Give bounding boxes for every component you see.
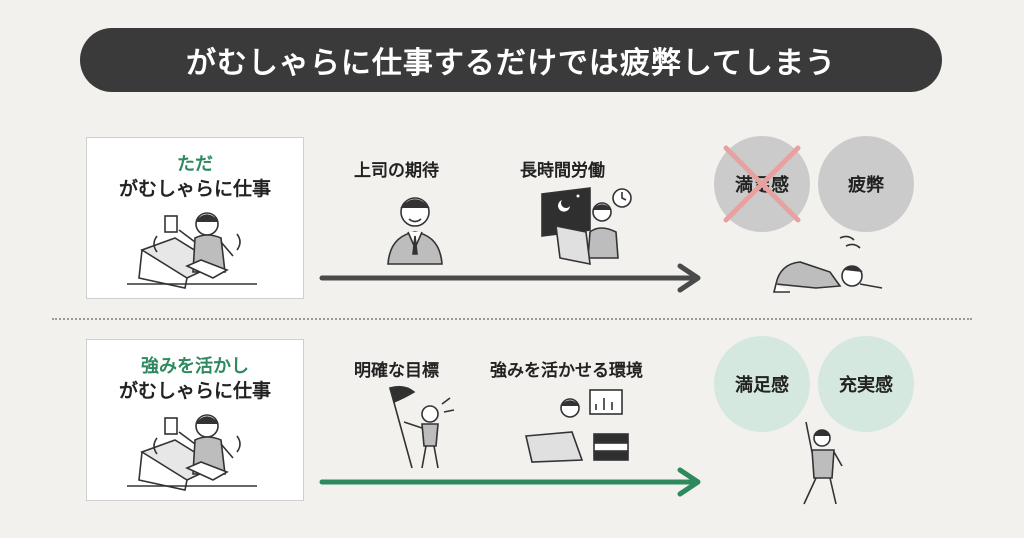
busy-worker-illustration [127, 414, 257, 491]
exhausted-person-illustration [772, 235, 883, 293]
row1-source-box: ただ がむしゃらに仕事 [86, 137, 304, 299]
cheering-person-illustration [803, 421, 843, 505]
row2-result-satisfaction: 満足感 [714, 336, 810, 432]
title-banner: がむしゃらに仕事するだけでは疲弊してしまう [80, 28, 942, 92]
boss-illustration [387, 197, 443, 265]
row1-step-long-hours: 長時間労働 [520, 161, 605, 181]
row2-arrow [319, 467, 701, 497]
flag-person-illustration [389, 385, 455, 469]
row2-step-clear-goal: 明確な目標 [354, 361, 439, 381]
busy-worker-illustration [127, 212, 257, 289]
cross-mark-icon [723, 145, 801, 223]
row1-box-line1: ただ [177, 154, 213, 175]
row1-step-boss-expectation: 上司の期待 [354, 161, 439, 181]
working-with-strengths-illustration [525, 389, 629, 463]
page-title: がむしゃらに仕事するだけでは疲弊してしまう [185, 46, 837, 81]
row2-box-line1: 強みを活かし [141, 356, 249, 377]
row1-result-fatigue: 疲弊 [818, 136, 914, 232]
row1-box-line2: がむしゃらに仕事 [118, 178, 271, 200]
row2-step-strength-environment: 強みを活かせる環境 [490, 361, 643, 381]
overtime-worker-illustration [541, 187, 632, 266]
row1-arrow [319, 263, 701, 293]
row-divider [52, 318, 972, 320]
row2-source-box: 強みを活かし がむしゃらに仕事 [86, 339, 304, 501]
row2-box-line2: がむしゃらに仕事 [118, 380, 271, 402]
row2-result-fulfillment: 充実感 [818, 336, 914, 432]
